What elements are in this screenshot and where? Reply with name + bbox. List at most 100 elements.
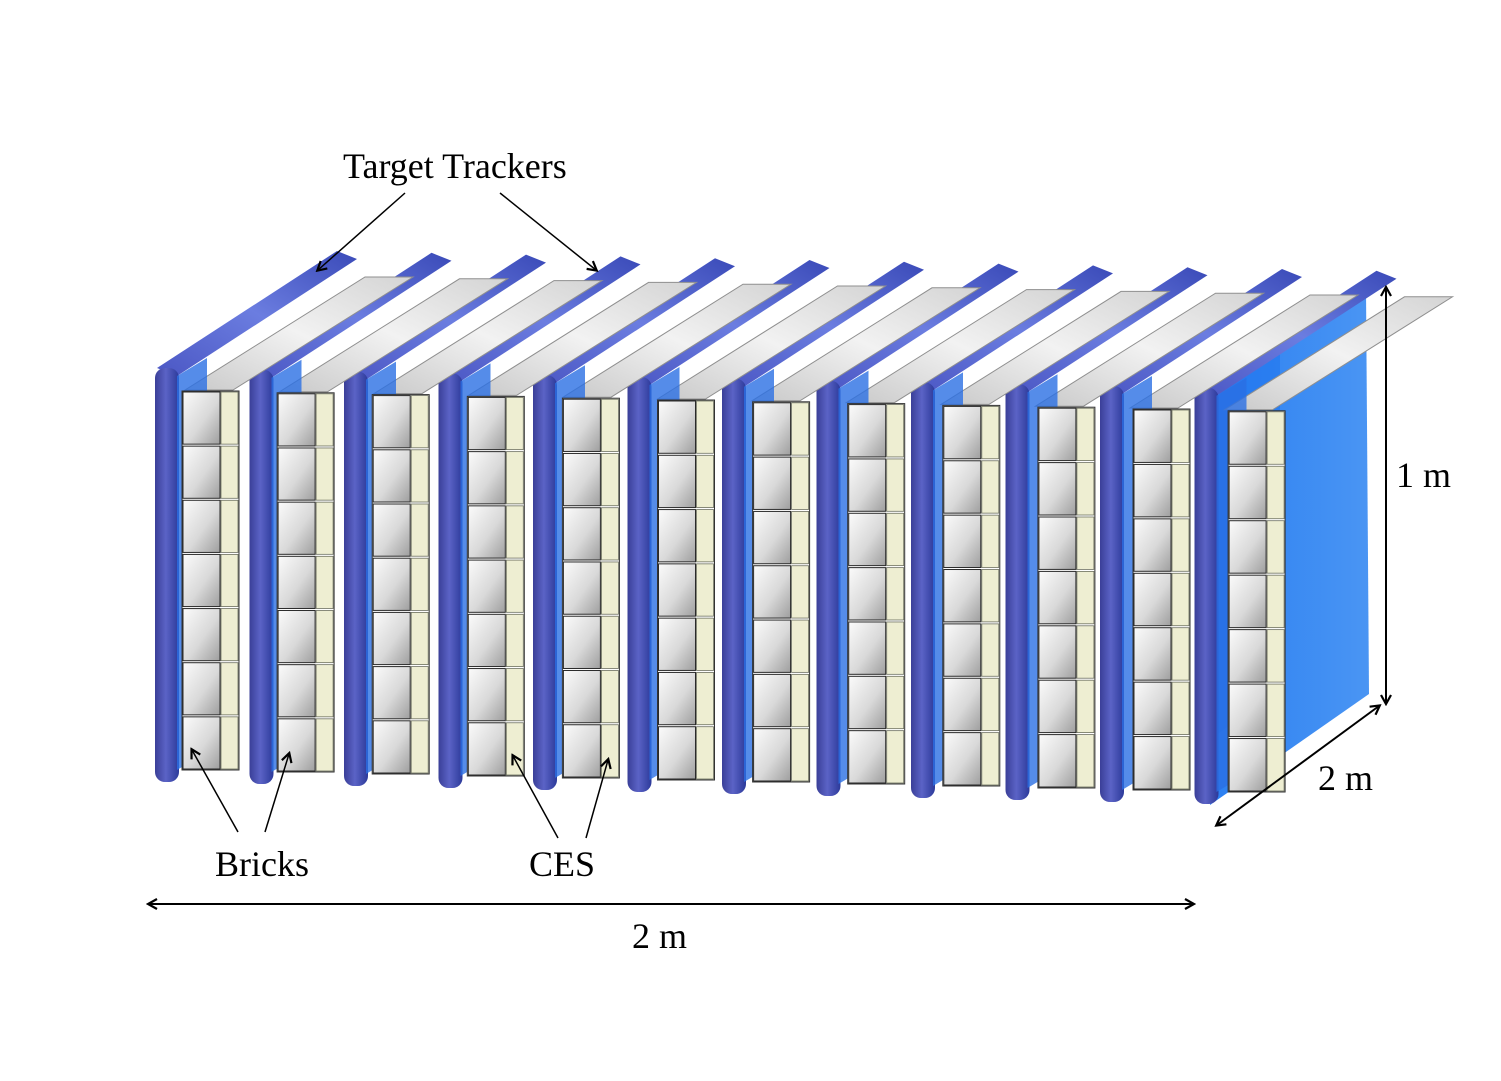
ces-sheet bbox=[981, 514, 1000, 568]
brick bbox=[277, 609, 316, 664]
depth-dimension-arrow bbox=[1217, 706, 1379, 825]
ces-sheet bbox=[696, 617, 714, 671]
ces-sheet bbox=[505, 505, 524, 559]
target-tracker bbox=[155, 368, 179, 782]
ces-sheet bbox=[791, 619, 809, 673]
brick bbox=[1038, 570, 1077, 625]
ces-sheet bbox=[1076, 625, 1095, 679]
ces-label: CES bbox=[529, 844, 596, 884]
brick bbox=[467, 396, 506, 451]
ces-sheet bbox=[886, 404, 905, 458]
brick bbox=[372, 449, 411, 503]
ces-sheet bbox=[315, 664, 334, 718]
ces-sheet bbox=[1171, 627, 1190, 681]
brick bbox=[277, 447, 316, 501]
ces-sheet bbox=[220, 608, 239, 662]
ces-sheet bbox=[220, 391, 239, 445]
ces-sheet bbox=[886, 675, 905, 730]
brick bbox=[1228, 574, 1267, 629]
ces-sheet bbox=[1266, 411, 1285, 465]
wall-top-plate bbox=[1033, 292, 1266, 407]
brick bbox=[562, 507, 601, 561]
wall-top-plate bbox=[1222, 296, 1455, 411]
brick bbox=[372, 666, 411, 720]
brick bbox=[753, 402, 792, 456]
brick bbox=[562, 561, 601, 615]
bricks-label: Bricks bbox=[215, 844, 309, 884]
ces-sheet bbox=[505, 722, 524, 776]
target-tracker bbox=[438, 373, 463, 788]
wall-top-plate bbox=[183, 276, 415, 391]
target-tracker bbox=[816, 380, 841, 796]
brick bbox=[467, 559, 506, 613]
brick bbox=[277, 664, 316, 718]
brick bbox=[562, 452, 601, 507]
target-tracker-arrow-left bbox=[318, 192, 406, 270]
brick bbox=[753, 619, 792, 673]
brick bbox=[562, 669, 601, 724]
brick bbox=[1133, 518, 1172, 572]
ces-sheet bbox=[981, 460, 1000, 514]
ces-sheet bbox=[601, 615, 619, 669]
brick bbox=[372, 503, 411, 557]
ces-sheet bbox=[220, 716, 239, 770]
brick bbox=[943, 732, 982, 786]
brick bbox=[1133, 681, 1172, 736]
brick bbox=[372, 720, 411, 774]
brick bbox=[467, 613, 506, 668]
brick bbox=[562, 398, 601, 452]
wall-top-plate bbox=[561, 283, 793, 398]
target-tracker bbox=[1100, 386, 1124, 802]
brick bbox=[658, 563, 696, 617]
brick bbox=[943, 405, 982, 460]
brick bbox=[182, 445, 221, 499]
ces-sheet bbox=[505, 559, 524, 613]
brick bbox=[182, 391, 221, 445]
brick bbox=[753, 728, 792, 782]
brick bbox=[1133, 572, 1172, 627]
ces-sheet bbox=[220, 445, 239, 499]
wall-top-plate bbox=[1128, 294, 1360, 409]
brick bbox=[753, 510, 792, 565]
brick bbox=[277, 501, 316, 555]
ces-sheet bbox=[220, 554, 239, 607]
ces-sheet bbox=[505, 451, 524, 505]
brick bbox=[372, 557, 411, 611]
length-label: 2 m bbox=[632, 916, 688, 956]
brick bbox=[182, 662, 221, 716]
ces-sheet bbox=[696, 726, 714, 780]
brick bbox=[658, 400, 696, 454]
ces-sheet bbox=[315, 610, 334, 664]
ces-sheet bbox=[410, 449, 429, 503]
ces-sheet bbox=[886, 567, 905, 621]
ces-sheet bbox=[981, 732, 1000, 786]
ces-sheet bbox=[601, 453, 619, 507]
brick bbox=[848, 512, 887, 567]
wall-top-plate bbox=[939, 290, 1171, 405]
ces-sheet bbox=[601, 398, 619, 452]
ces-sheet bbox=[981, 405, 1000, 460]
brick bbox=[1228, 629, 1267, 683]
ces-sheet bbox=[315, 501, 334, 555]
brick bbox=[182, 608, 221, 662]
ces-sheet bbox=[1171, 518, 1190, 572]
wall-top-plate bbox=[750, 287, 982, 402]
brick bbox=[277, 718, 316, 772]
target-trackers-label: Target Trackers bbox=[343, 146, 567, 186]
ces-sheet bbox=[1171, 736, 1190, 790]
brick bbox=[848, 567, 887, 621]
brick bbox=[562, 724, 601, 778]
brick bbox=[372, 395, 411, 449]
wall-top-plate bbox=[277, 278, 510, 393]
ces-sheet bbox=[696, 563, 714, 617]
brick bbox=[753, 565, 792, 619]
brick bbox=[1228, 520, 1267, 574]
ces-sheet bbox=[315, 447, 334, 501]
brick bbox=[848, 621, 887, 675]
brick bbox=[848, 458, 887, 512]
ces-sheet bbox=[601, 724, 619, 778]
ces-sheet bbox=[315, 393, 334, 447]
ces-sheet bbox=[505, 668, 524, 722]
ces-sheet bbox=[1076, 571, 1095, 625]
